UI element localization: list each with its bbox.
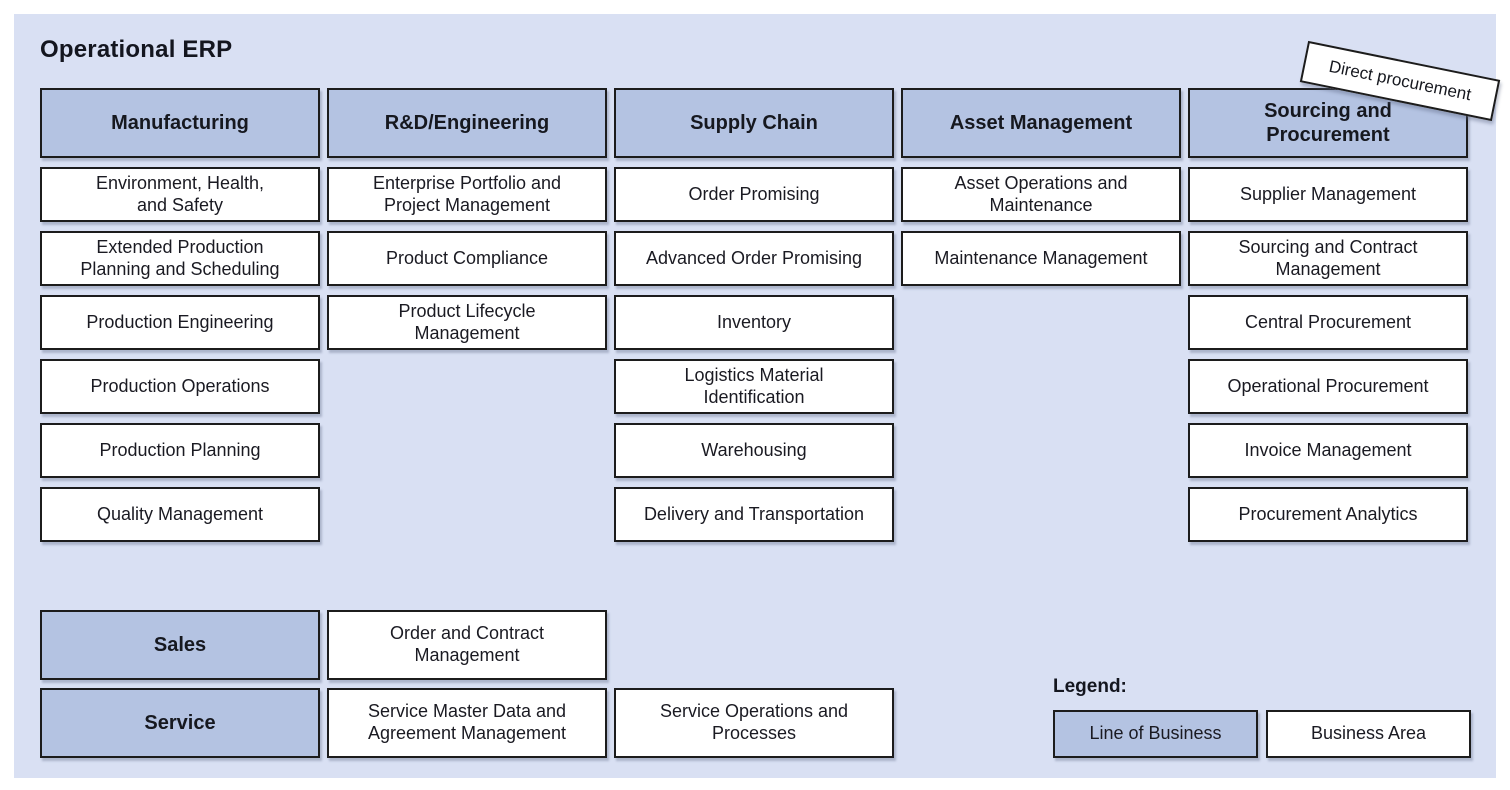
lob-header-supply-chain: Supply Chain <box>614 88 894 158</box>
lob-header-asset-management: Asset Management <box>901 88 1181 158</box>
diagram-title: Operational ERP <box>40 36 233 63</box>
column-manufacturing: Manufacturing Environment, Health, and S… <box>40 88 320 542</box>
area-box-warehousing: Warehousing <box>614 423 894 478</box>
column-rd-engineering: R&D/Engineering Enterprise Portfolio and… <box>327 88 607 350</box>
area-box-sourcing-and-contract-management: Sourcing and Contract Management <box>1188 231 1468 286</box>
area-box-order-and-contract-management: Order and Contract Management <box>327 610 607 680</box>
area-box-environment-health-and-safety: Environment, Health, and Safety <box>40 167 320 222</box>
area-box-maintenance-management: Maintenance Management <box>901 231 1181 286</box>
area-box-operational-procurement: Operational Procurement <box>1188 359 1468 414</box>
area-box-production-operations: Production Operations <box>40 359 320 414</box>
area-box-central-procurement: Central Procurement <box>1188 295 1468 350</box>
lob-header-sales: Sales <box>40 610 320 680</box>
lob-header-sourcing-and-procurement: Sourcing and Procurement <box>1188 88 1468 158</box>
area-box-inventory: Inventory <box>614 295 894 350</box>
lob-header-manufacturing: Manufacturing <box>40 88 320 158</box>
area-box-production-engineering: Production Engineering <box>40 295 320 350</box>
column-sourcing-and-procurement: Sourcing and Procurement Supplier Manage… <box>1188 88 1468 542</box>
column-supply-chain: Supply Chain Order Promising Advanced Or… <box>614 88 894 542</box>
area-box-product-lifecycle-management: Product Lifecycle Management <box>327 295 607 350</box>
area-box-service-operations-and-processes: Service Operations and Processes <box>614 688 894 758</box>
area-box-enterprise-portfolio-and-project-management: Enterprise Portfolio and Project Managem… <box>327 167 607 222</box>
legend-business-area-swatch: Business Area <box>1266 710 1471 758</box>
area-box-delivery-and-transportation: Delivery and Transportation <box>614 487 894 542</box>
area-box-extended-production-planning-and-scheduling: Extended Production Planning and Schedul… <box>40 231 320 286</box>
column-asset-management: Asset Management Asset Operations and Ma… <box>901 88 1181 286</box>
legend-line-of-business-swatch: Line of Business <box>1053 710 1258 758</box>
area-box-advanced-order-promising: Advanced Order Promising <box>614 231 894 286</box>
area-box-product-compliance: Product Compliance <box>327 231 607 286</box>
area-box-procurement-analytics: Procurement Analytics <box>1188 487 1468 542</box>
lob-header-rd-engineering: R&D/Engineering <box>327 88 607 158</box>
area-box-logistics-material-identification: Logistics Material Identification <box>614 359 894 414</box>
area-box-order-promising: Order Promising <box>614 167 894 222</box>
area-box-invoice-management: Invoice Management <box>1188 423 1468 478</box>
lob-header-service: Service <box>40 688 320 758</box>
area-box-asset-operations-and-maintenance: Asset Operations and Maintenance <box>901 167 1181 222</box>
area-box-production-planning: Production Planning <box>40 423 320 478</box>
area-box-supplier-management: Supplier Management <box>1188 167 1468 222</box>
area-box-quality-management: Quality Management <box>40 487 320 542</box>
legend-label: Legend: <box>1053 676 1127 697</box>
area-box-service-master-data-and-agreement-management: Service Master Data and Agreement Manage… <box>327 688 607 758</box>
